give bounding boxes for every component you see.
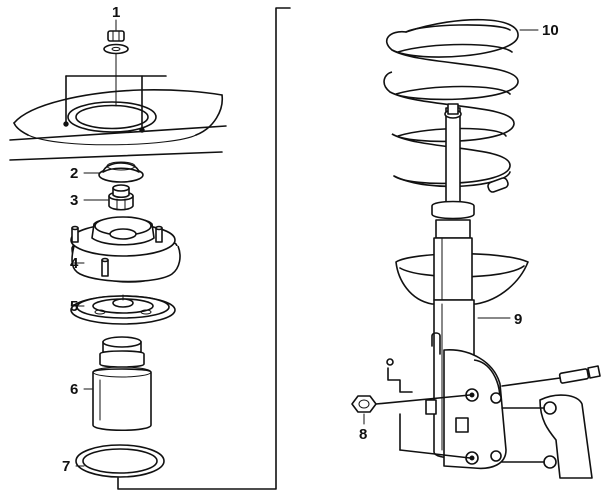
part-1-top-nut <box>103 30 129 55</box>
assembly-bracket-line <box>117 7 291 490</box>
strut-tower-panel <box>9 53 227 161</box>
part-6-dust-boot <box>92 336 152 431</box>
part-8-bolt-nut <box>351 365 601 479</box>
callout-9: 9 <box>514 311 522 328</box>
callout-4: 4 <box>70 255 79 272</box>
part-2-dust-cap <box>98 161 144 183</box>
part-4-strut-mount <box>70 216 181 283</box>
callout-2: 2 <box>70 165 78 182</box>
part-9-strut-assembly <box>386 103 529 470</box>
callout-7: 7 <box>62 458 70 475</box>
part-5-spring-seat <box>70 294 176 325</box>
part-3-nut <box>108 184 134 211</box>
callout-8: 8 <box>359 426 367 443</box>
part-7-spring-insulator <box>75 444 165 478</box>
callout-10: 10 <box>542 22 559 39</box>
callout-6: 6 <box>70 381 78 398</box>
callout-1: 1 <box>112 4 120 21</box>
callout-3: 3 <box>70 192 78 209</box>
callout-5: 5 <box>70 298 78 315</box>
